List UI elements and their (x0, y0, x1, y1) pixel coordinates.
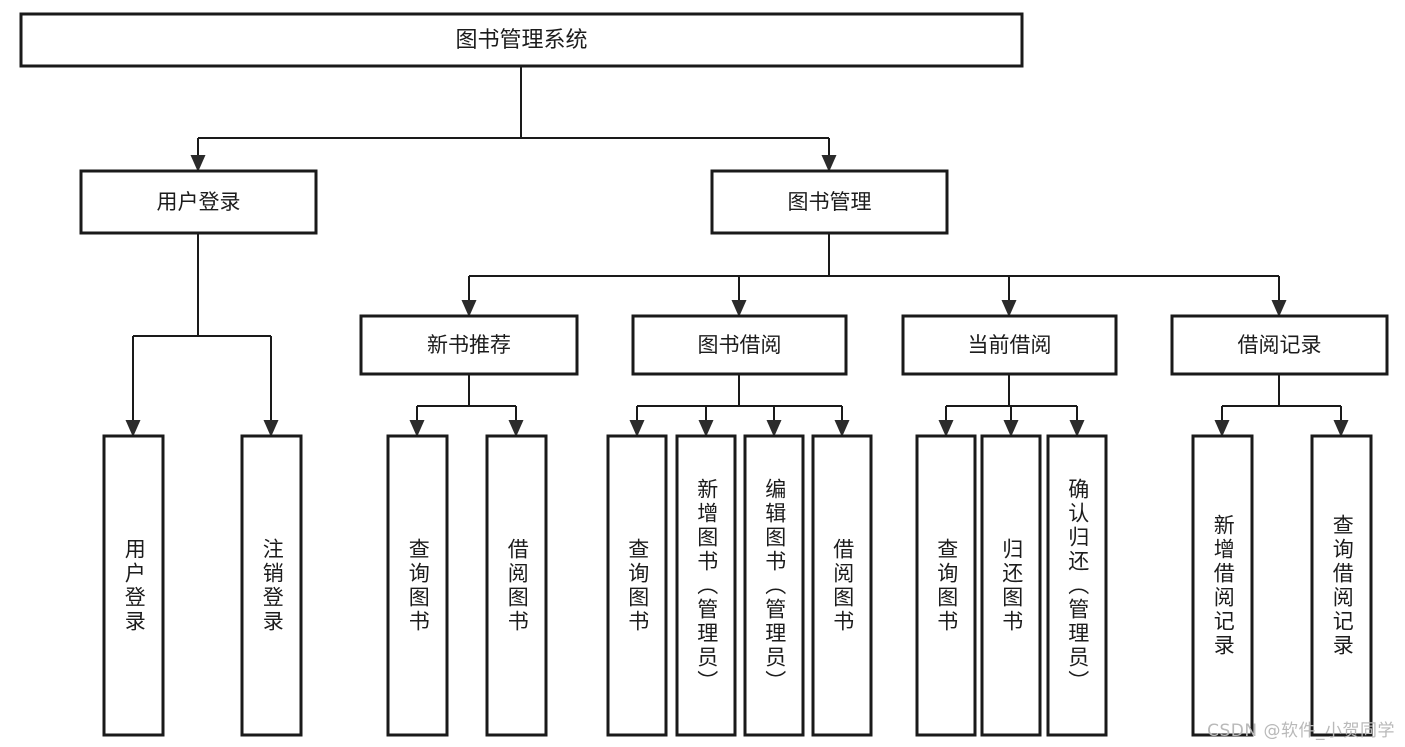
level3-node-borrow-record-label: 借阅记录 (1238, 333, 1322, 357)
edge-arrowhead (1069, 420, 1085, 437)
level3-node-current-borrow-box[interactable] (901, 314, 1118, 376)
node-leaf-confirm-return-admin[interactable] (1046, 434, 1108, 737)
leaf-node-leaf-add-book-admin-box[interactable] (675, 434, 737, 737)
level2-node-user-login-label: 用户登录 (157, 190, 241, 214)
edge-arrowhead (766, 420, 782, 437)
leaf-node-leaf-logout-login-box[interactable] (240, 434, 303, 737)
edge-arrowhead (1333, 420, 1349, 437)
node-leaf-add-book-admin[interactable] (675, 434, 737, 737)
leaf-node-leaf-user-login-box[interactable] (102, 434, 165, 737)
edge-arrowhead (125, 420, 141, 437)
leaf-node-leaf-query-book-recommend-box[interactable] (386, 434, 449, 737)
connector-new-book-recommend-to-leaves (415, 374, 518, 434)
level3-node-borrow-record-box[interactable] (1170, 314, 1389, 376)
level2-node-user-login-box[interactable] (79, 169, 318, 235)
node-leaf-query-book-current[interactable] (915, 434, 977, 737)
edge-arrowhead (508, 420, 524, 437)
leaf-node-leaf-borrow-book-box[interactable] (811, 434, 873, 737)
leaf-node-leaf-edit-book-admin-box[interactable] (743, 434, 805, 737)
node-leaf-query-book-borrow[interactable] (606, 434, 668, 737)
level3-node-new-book-recommend-box[interactable] (359, 314, 579, 376)
level3-node-current-borrow-label: 当前借阅 (968, 333, 1052, 357)
root-node-label: 图书管理系统 (455, 28, 587, 53)
leaf-node-leaf-query-borrow-record-box[interactable] (1310, 434, 1373, 737)
leaf-node-leaf-query-book-current-box[interactable] (915, 434, 977, 737)
node-leaf-logout-login[interactable] (240, 434, 303, 737)
leaf-node-leaf-confirm-return-admin-box[interactable] (1046, 434, 1108, 737)
leaf-node-leaf-borrow-book-recommend-box[interactable] (485, 434, 548, 737)
level3-node-new-book-recommend-label: 新书推荐 (427, 333, 511, 357)
node-leaf-user-login[interactable] (102, 434, 165, 737)
level3-node-book-borrow-label: 图书借阅 (698, 333, 782, 357)
connector-user-login-to-leaves (131, 233, 273, 434)
level3-node-book-borrow-box[interactable] (631, 314, 848, 376)
level2-node-book-management-box[interactable] (710, 169, 949, 235)
edge-arrowhead (834, 420, 850, 437)
edges-layer (125, 66, 1349, 437)
node-leaf-query-borrow-record[interactable] (1310, 434, 1373, 737)
node-current-borrow[interactable]: 当前借阅 (901, 314, 1118, 376)
watermark-text: CSDN @软件_小贺同学 (1207, 721, 1395, 741)
node-leaf-edit-book-admin[interactable] (743, 434, 805, 737)
edge-arrowhead (1003, 420, 1019, 437)
node-user-login[interactable]: 用户登录 (79, 169, 318, 235)
level2-node-book-management-label: 图书管理 (788, 190, 872, 214)
edge-arrowhead (1214, 420, 1230, 437)
connector-root-to-level2 (196, 66, 831, 169)
edge-arrowhead (938, 420, 954, 437)
edge-arrowhead (731, 300, 747, 317)
node-book-borrow[interactable]: 图书借阅 (631, 314, 848, 376)
node-new-book-recommend[interactable]: 新书推荐 (359, 314, 579, 376)
connector-borrow-record-to-leaves (1220, 374, 1343, 434)
node-leaf-borrow-book-recommend[interactable] (485, 434, 548, 737)
edge-arrowhead (461, 300, 477, 317)
edge-arrowhead (698, 420, 714, 437)
leaf-node-leaf-query-book-borrow-box[interactable] (606, 434, 668, 737)
leaf-node-leaf-return-book-box[interactable] (980, 434, 1042, 737)
connector-book-management-to-level3 (467, 233, 1281, 314)
node-leaf-add-borrow-record[interactable] (1191, 434, 1254, 737)
node-book-management[interactable]: 图书管理 (710, 169, 949, 235)
edge-arrowhead (821, 155, 837, 172)
edge-arrowhead (629, 420, 645, 437)
node-leaf-query-book-recommend[interactable] (386, 434, 449, 737)
node-borrow-record[interactable]: 借阅记录 (1170, 314, 1389, 376)
edge-arrowhead (409, 420, 425, 437)
node-root[interactable]: 图书管理系统 (19, 12, 1024, 68)
root-node-box[interactable] (19, 12, 1024, 68)
node-leaf-return-book[interactable] (980, 434, 1042, 737)
edge-arrowhead (263, 420, 279, 437)
node-leaf-borrow-book[interactable] (811, 434, 873, 737)
edge-arrowhead (1271, 300, 1287, 317)
leaf-node-leaf-add-borrow-record-box[interactable] (1191, 434, 1254, 737)
connector-book-borrow-to-leaves (635, 374, 844, 434)
edge-arrowhead (1001, 300, 1017, 317)
edge-arrowhead (190, 155, 206, 172)
